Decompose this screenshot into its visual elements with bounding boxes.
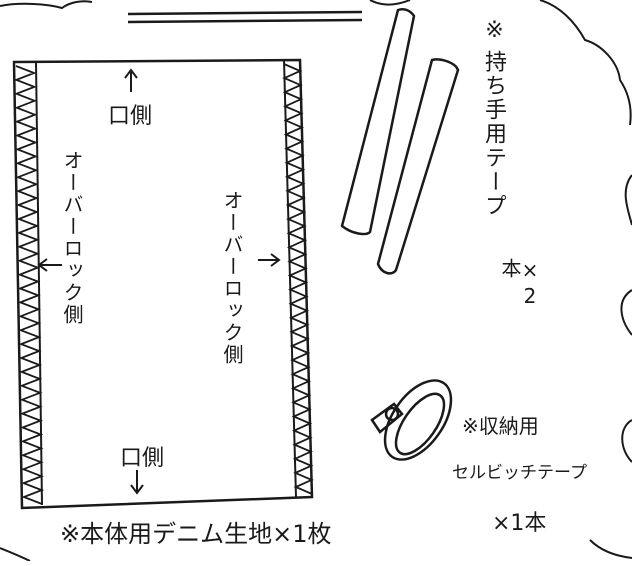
overlock-stitch-right xyxy=(282,63,314,495)
overlock-side-label-left: オーバーロック側 xyxy=(60,150,84,326)
overlock-side-label-right: オーバーロック側 xyxy=(220,190,244,366)
denim-fabric-panel xyxy=(12,58,314,510)
overlock-stitch-left xyxy=(13,65,45,505)
mouth-side-label-top: 口側 xyxy=(108,104,153,129)
handle-tape-label: 持ち手用テープ xyxy=(481,50,506,218)
handle-tape-quantity: ×2本 xyxy=(498,258,542,310)
selvedge-tape-roll xyxy=(370,379,453,461)
denim-fabric-caption: ※本体用デニム生地×1枚 xyxy=(60,520,332,548)
top-line-2 xyxy=(127,18,363,24)
storage-tape-label: ※収納用 xyxy=(462,414,539,438)
arrow-up-top xyxy=(124,68,138,92)
arrow-right xyxy=(258,253,281,267)
handle-tape-1 xyxy=(340,8,416,236)
handle-tape-mark: ※ xyxy=(482,18,507,45)
arrow-down-bottom xyxy=(130,470,144,495)
top-line-1 xyxy=(127,10,363,16)
handle-tape-2 xyxy=(376,58,460,275)
arrow-left xyxy=(37,258,62,272)
mouth-side-label-bottom: 口側 xyxy=(120,446,165,471)
selvedge-tape-label: セルビッチテープ xyxy=(452,463,587,483)
storage-tape-quantity: ×1本 xyxy=(492,511,547,536)
